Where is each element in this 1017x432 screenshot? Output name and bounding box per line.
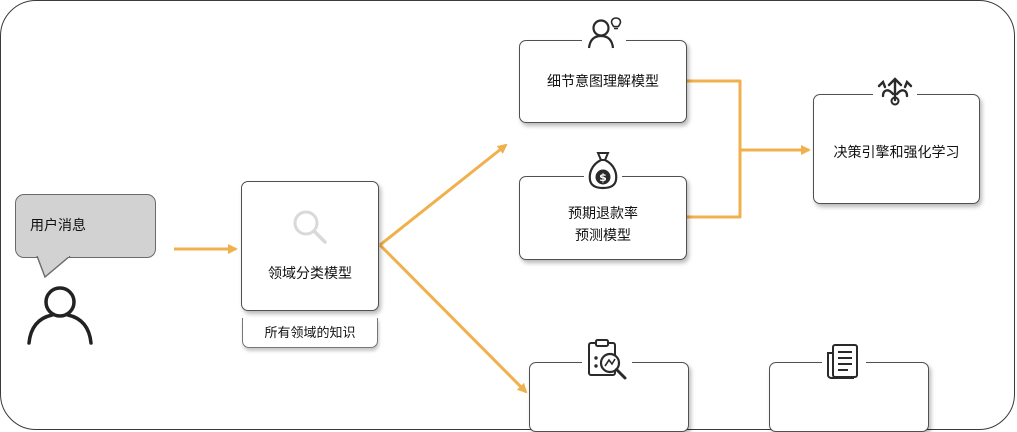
user-message-label: 用户消息 <box>30 218 86 234</box>
document-list-icon <box>827 344 858 379</box>
detail-intent-card: 细节意图理解模型 <box>519 40 687 123</box>
domain-knowledge-tab: 所有领域的知识 <box>242 318 378 348</box>
domain-knowledge-label: 所有领域的知识 <box>264 326 356 341</box>
svg-text:$: $ <box>599 171 607 184</box>
connector-refund-to-merge <box>687 150 742 219</box>
connector-intent-to-merge <box>687 79 742 150</box>
decision-engine-card: 决策引擎和强化学习 <box>813 94 980 204</box>
domain-classifier-card: 领域分类模型 <box>241 181 379 311</box>
decision-icon-holder <box>873 75 917 107</box>
arrow-classifier-to-upper <box>379 143 508 247</box>
user-message-bubble: 用户消息 <box>15 194 156 258</box>
refund-rate-line2: 预测模型 <box>575 228 631 244</box>
arrow-classifier-to-lower <box>378 243 528 394</box>
decision-engine-label: 决策引擎和强化学习 <box>833 145 960 161</box>
bottom-left-icon-holder <box>582 336 632 384</box>
refund-icon-holder: $ <box>584 149 622 191</box>
intent-icon-holder <box>582 16 626 50</box>
detail-intent-label: 细节意图理解模型 <box>547 73 659 90</box>
bottom-right-icon-holder <box>822 342 866 382</box>
speech-bubble-tail <box>36 256 71 278</box>
refund-rate-line1: 预期退款率 <box>568 206 638 222</box>
money-bag-icon: $ <box>588 152 618 190</box>
domain-classifier-label: 领域分类模型 <box>268 266 352 282</box>
split-arrows-icon <box>877 77 913 106</box>
user-icon <box>27 286 93 345</box>
person-idea-icon <box>587 17 622 49</box>
search-icon <box>293 210 327 244</box>
connectors <box>174 79 811 394</box>
clipboard-analysis-icon <box>588 339 627 380</box>
